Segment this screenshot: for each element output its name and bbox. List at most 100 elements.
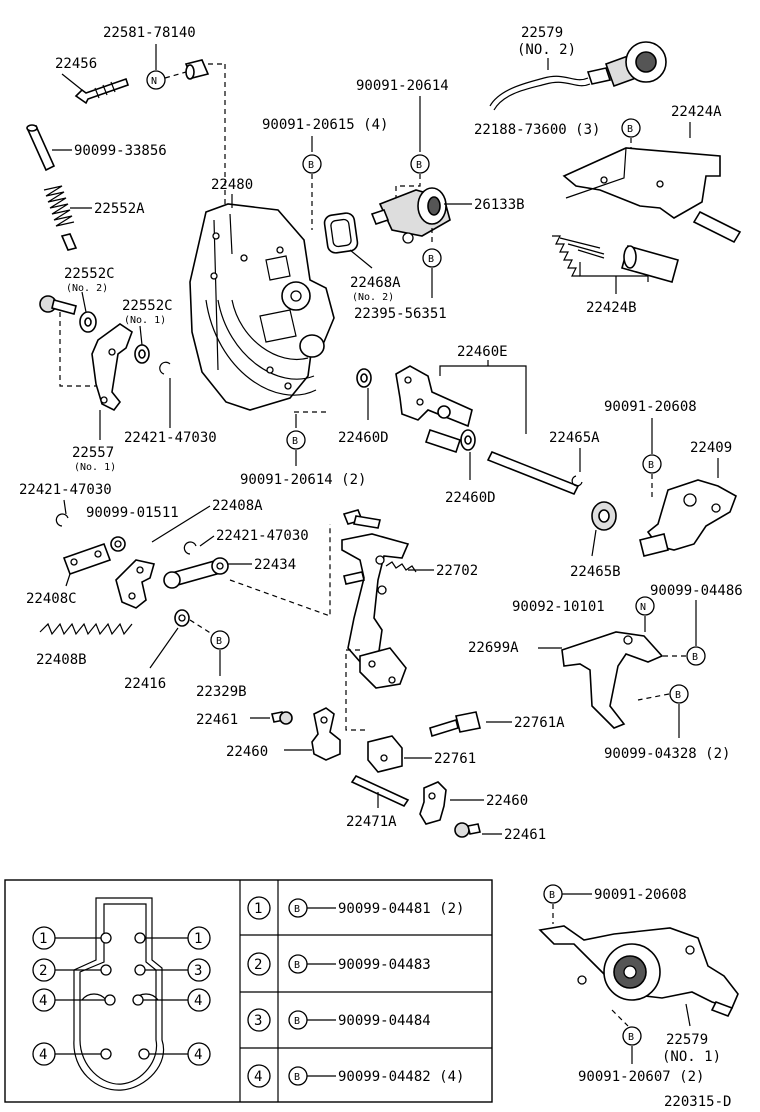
label-22552A: 22552A (94, 201, 145, 217)
part-22552C-no2-bolt (39, 295, 77, 315)
svg-text:N: N (151, 76, 157, 87)
label-90099-04486: 90099-04486 (650, 583, 743, 599)
label-22409: 22409 (690, 440, 732, 456)
legend-row-4-part: 90099-04482 (4) (338, 1069, 464, 1085)
part-22424B-sleeve (621, 245, 679, 283)
label-22468A: 22468A (350, 275, 401, 291)
label-22557-sub: (No. 1) (74, 462, 116, 473)
part-22421-47030-clip-b (55, 513, 69, 527)
label-22465A: 22465A (549, 430, 600, 446)
part-22579-no2-actuator (489, 41, 667, 111)
bolt-position-legend (4, 879, 493, 1103)
part-22424A-bracket (562, 147, 742, 244)
label-90099-01511: 90099-01511 (86, 505, 179, 521)
label-22395-56351: 22395-56351 (354, 306, 447, 322)
inset-label-90091-20608: 90091-20608 (594, 887, 687, 903)
svg-text:B: B (692, 652, 698, 663)
svg-text:3: 3 (194, 963, 202, 979)
part-22557-lever (91, 323, 133, 412)
marker-b-circle: B (669, 684, 689, 704)
label-22408A: 22408A (212, 498, 263, 514)
label-90092-10101: 90092-10101 (512, 599, 605, 615)
label-22424A: 22424A (671, 104, 722, 120)
legend-row-2: 2 B 90099-04483 (247, 952, 431, 976)
svg-text:1: 1 (39, 931, 47, 947)
part-22460E-lever (395, 365, 473, 454)
label-22702: 22702 (436, 563, 478, 579)
label-22421-47030-a: 22421-47030 (124, 430, 217, 446)
part-26133B-actuator (370, 187, 451, 244)
label-22461-b: 22461 (504, 827, 546, 843)
svg-text:B: B (292, 436, 298, 447)
svg-text:1: 1 (194, 931, 202, 947)
label-22480: 22480 (211, 177, 253, 193)
label-22552C-no1: 22552C (122, 298, 173, 314)
part-22460E-shaft (486, 450, 580, 496)
label-90091-20608-right: 90091-20608 (604, 399, 697, 415)
part-22408C-plate (62, 542, 112, 576)
part-22416-washer (174, 609, 190, 627)
label-22468A-sub: (No. 2) (352, 292, 394, 303)
part-22460-lever-b (419, 781, 447, 825)
legend-row-1-num: 1 (254, 901, 262, 917)
marker-b-circle: B (642, 454, 662, 474)
part-22702-lever-assembly (341, 509, 417, 689)
face-num-1-right: 1 (187, 926, 211, 950)
label-22460-b: 22460 (486, 793, 528, 809)
legend-row-1: 1 B 90099-04481 (2) (247, 896, 464, 920)
part-22552A-spring (43, 185, 78, 251)
label-90091-20614-2: 90091-20614 (2) (240, 472, 366, 488)
part-22552C-no1-washer (134, 344, 150, 364)
part-22465A-pin (571, 475, 583, 487)
diagram-id: 220315-D (664, 1094, 731, 1110)
face-num-2-left: 2 (32, 958, 56, 982)
legend-row-3-part: 90099-04484 (338, 1013, 431, 1029)
label-22581-78140: 22581-78140 (103, 25, 196, 41)
marker-b-circle: B (622, 1026, 642, 1046)
svg-text:B: B (428, 254, 434, 265)
part-22421-47030-clip-a (159, 361, 171, 375)
part-22456-bolt (74, 77, 130, 105)
legend-row-3-num: 3 (254, 1013, 262, 1029)
marker-b-circle: B (410, 154, 430, 174)
svg-text:B: B (549, 890, 555, 901)
label-22552C-no2-sub: (No. 2) (66, 283, 108, 294)
svg-text:N: N (640, 602, 646, 613)
legend-row-4-num: 4 (254, 1069, 262, 1085)
label-22421-47030-b: 22421-47030 (19, 482, 112, 498)
marker-n-circle: N (635, 596, 655, 616)
label-22416: 22416 (124, 676, 166, 692)
part-22408B-spring (39, 622, 133, 636)
svg-text:B: B (294, 960, 300, 971)
svg-text:B: B (416, 160, 422, 171)
svg-text:B: B (294, 904, 300, 915)
part-22552C-no2-washer (79, 311, 97, 333)
face-callouts (55, 937, 188, 1055)
part-22579-no1-actuator-assembly (538, 925, 739, 1018)
label-22408C: 22408C (26, 591, 77, 607)
marker-b-circle: B (302, 154, 322, 174)
marker-b-circle: B (543, 884, 563, 904)
part-22761A-bolt (429, 711, 481, 738)
label-22456: 22456 (55, 56, 97, 72)
face-num-4-right-upper: 4 (187, 988, 211, 1012)
label-22408B: 22408B (36, 652, 87, 668)
svg-text:B: B (308, 160, 314, 171)
face-num-4-left-upper: 4 (32, 988, 56, 1012)
label-22761: 22761 (434, 751, 476, 767)
pump-face-outline (73, 897, 165, 1091)
legend-row-4: 4 B 90099-04482 (4) (247, 1064, 464, 1088)
part-90099-33856-pin (26, 124, 56, 172)
label-90099-04328: 90099-04328 (2) (604, 746, 730, 762)
label-22460-a: 22460 (226, 744, 268, 760)
legend-row-1-part: 90099-04481 (2) (338, 901, 464, 917)
label-22557: 22557 (72, 445, 114, 461)
part-90099-01511-washer (110, 536, 126, 552)
legend-row-2-num: 2 (254, 957, 262, 973)
part-22460-lever-a (311, 707, 341, 761)
inset-label-22579-sub: (NO. 1) (662, 1049, 721, 1065)
face-num-4-right-lower: 4 (187, 1042, 211, 1066)
marker-n-circle: N (146, 70, 166, 90)
marker-b-circle: B (686, 646, 706, 666)
